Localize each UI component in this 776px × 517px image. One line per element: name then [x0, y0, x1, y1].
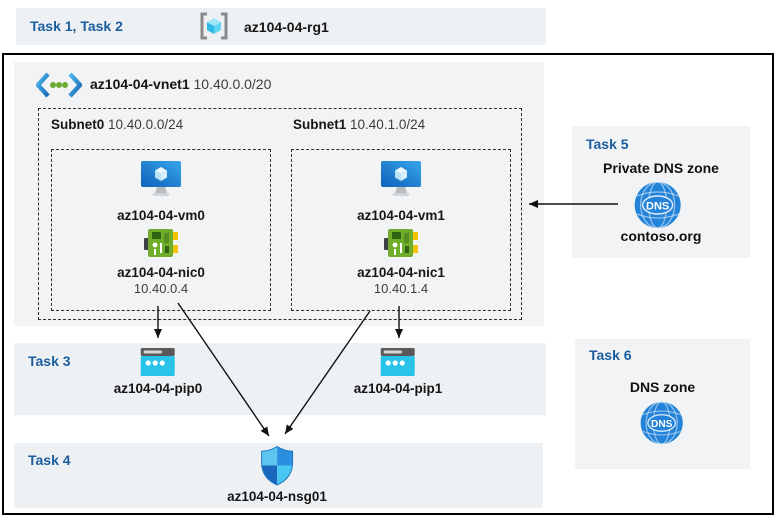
vnet-panel: az104-04-vnet1 10.40.0.0/20 Subnet0 10.4… [14, 62, 544, 326]
subnets-container: Subnet0 10.40.0.0/24 Subnet1 10.40.1.0/2… [38, 108, 522, 320]
resource-group-name: az104-04-rg1 [244, 19, 329, 35]
task3-label: Task 3 [28, 353, 71, 369]
network-security-group-icon [261, 445, 293, 486]
pip1-name: az104-04-pip1 [353, 381, 443, 396]
vnet-name: az104-04-vnet1 [90, 76, 190, 92]
subnet0-name: Subnet0 [51, 117, 105, 132]
dns-badge-text: DNS [646, 201, 669, 213]
subnet0-box: az104-04-vm0 az104-04- [51, 149, 271, 311]
dns-badge-text: DNS [651, 419, 673, 430]
network-interface-icon [143, 227, 179, 264]
task4-label: Task 4 [28, 452, 71, 468]
subnet1-box: az104-04-vm1 az104-04- [291, 149, 511, 311]
pip0-group: az104-04-pip0 [113, 347, 203, 396]
public-ip-icon [380, 348, 415, 376]
private-dns-zone-title: Private DNS zone [603, 160, 719, 176]
vnet-title: az104-04-vnet1 10.40.0.0/20 [90, 76, 271, 92]
task1-band: Task 1, Task 2 az104-04-rg1 [16, 8, 546, 45]
dns-zone-icon: DNS [639, 401, 683, 450]
nic1-name: az104-04-nic1 [357, 265, 445, 280]
nsg-name: az104-04-nsg01 [227, 489, 327, 504]
subnet0-label: Subnet0 10.40.0.0/24 [51, 117, 183, 132]
task5-box: Task 5 Private DNS zone DNS contoso.org [572, 126, 750, 258]
subnet1-label: Subnet1 10.40.1.0/24 [293, 117, 425, 132]
nic0-name: az104-04-nic0 [117, 265, 205, 280]
task1-label: Task 1, Task 2 [30, 18, 123, 34]
resource-group-icon [198, 11, 230, 46]
subnet1-name: Subnet1 [293, 117, 347, 132]
nic1-ip: 10.40.1.4 [373, 281, 429, 296]
nsg-group: az104-04-nsg01 [227, 445, 327, 504]
network-interface-icon [383, 227, 419, 264]
nic0-ip: 10.40.0.4 [133, 281, 189, 296]
private-dns-zone-name: contoso.org [620, 228, 702, 244]
task6-box: Task 6 DNS zone DNS [575, 339, 750, 469]
task5-label: Task 5 [586, 136, 629, 152]
task4-band: Task 4 az104-04-nsg01 [14, 443, 543, 508]
vm0-name: az104-04-vm0 [117, 208, 205, 223]
dns-zone-icon: DNS [634, 181, 682, 234]
task6-label: Task 6 [589, 347, 632, 363]
vm1-name: az104-04-vm1 [357, 208, 445, 223]
dns-zone-title: DNS zone [629, 379, 696, 395]
virtual-machine-icon [380, 160, 422, 205]
virtual-machine-icon [140, 160, 182, 205]
task3-band: Task 3 az104-04-pip0 az104-04-pip1 [14, 343, 546, 415]
subnet0-cidr: 10.40.0.0/24 [108, 117, 184, 132]
public-ip-icon [140, 348, 175, 376]
virtual-network-icon [34, 72, 84, 103]
pip1-group: az104-04-pip1 [353, 347, 443, 396]
subnet1-cidr: 10.40.1.0/24 [350, 117, 426, 132]
vnet-cidr: 10.40.0.0/20 [193, 76, 272, 92]
resource-group-boundary [2, 53, 774, 515]
pip0-name: az104-04-pip0 [113, 381, 203, 396]
